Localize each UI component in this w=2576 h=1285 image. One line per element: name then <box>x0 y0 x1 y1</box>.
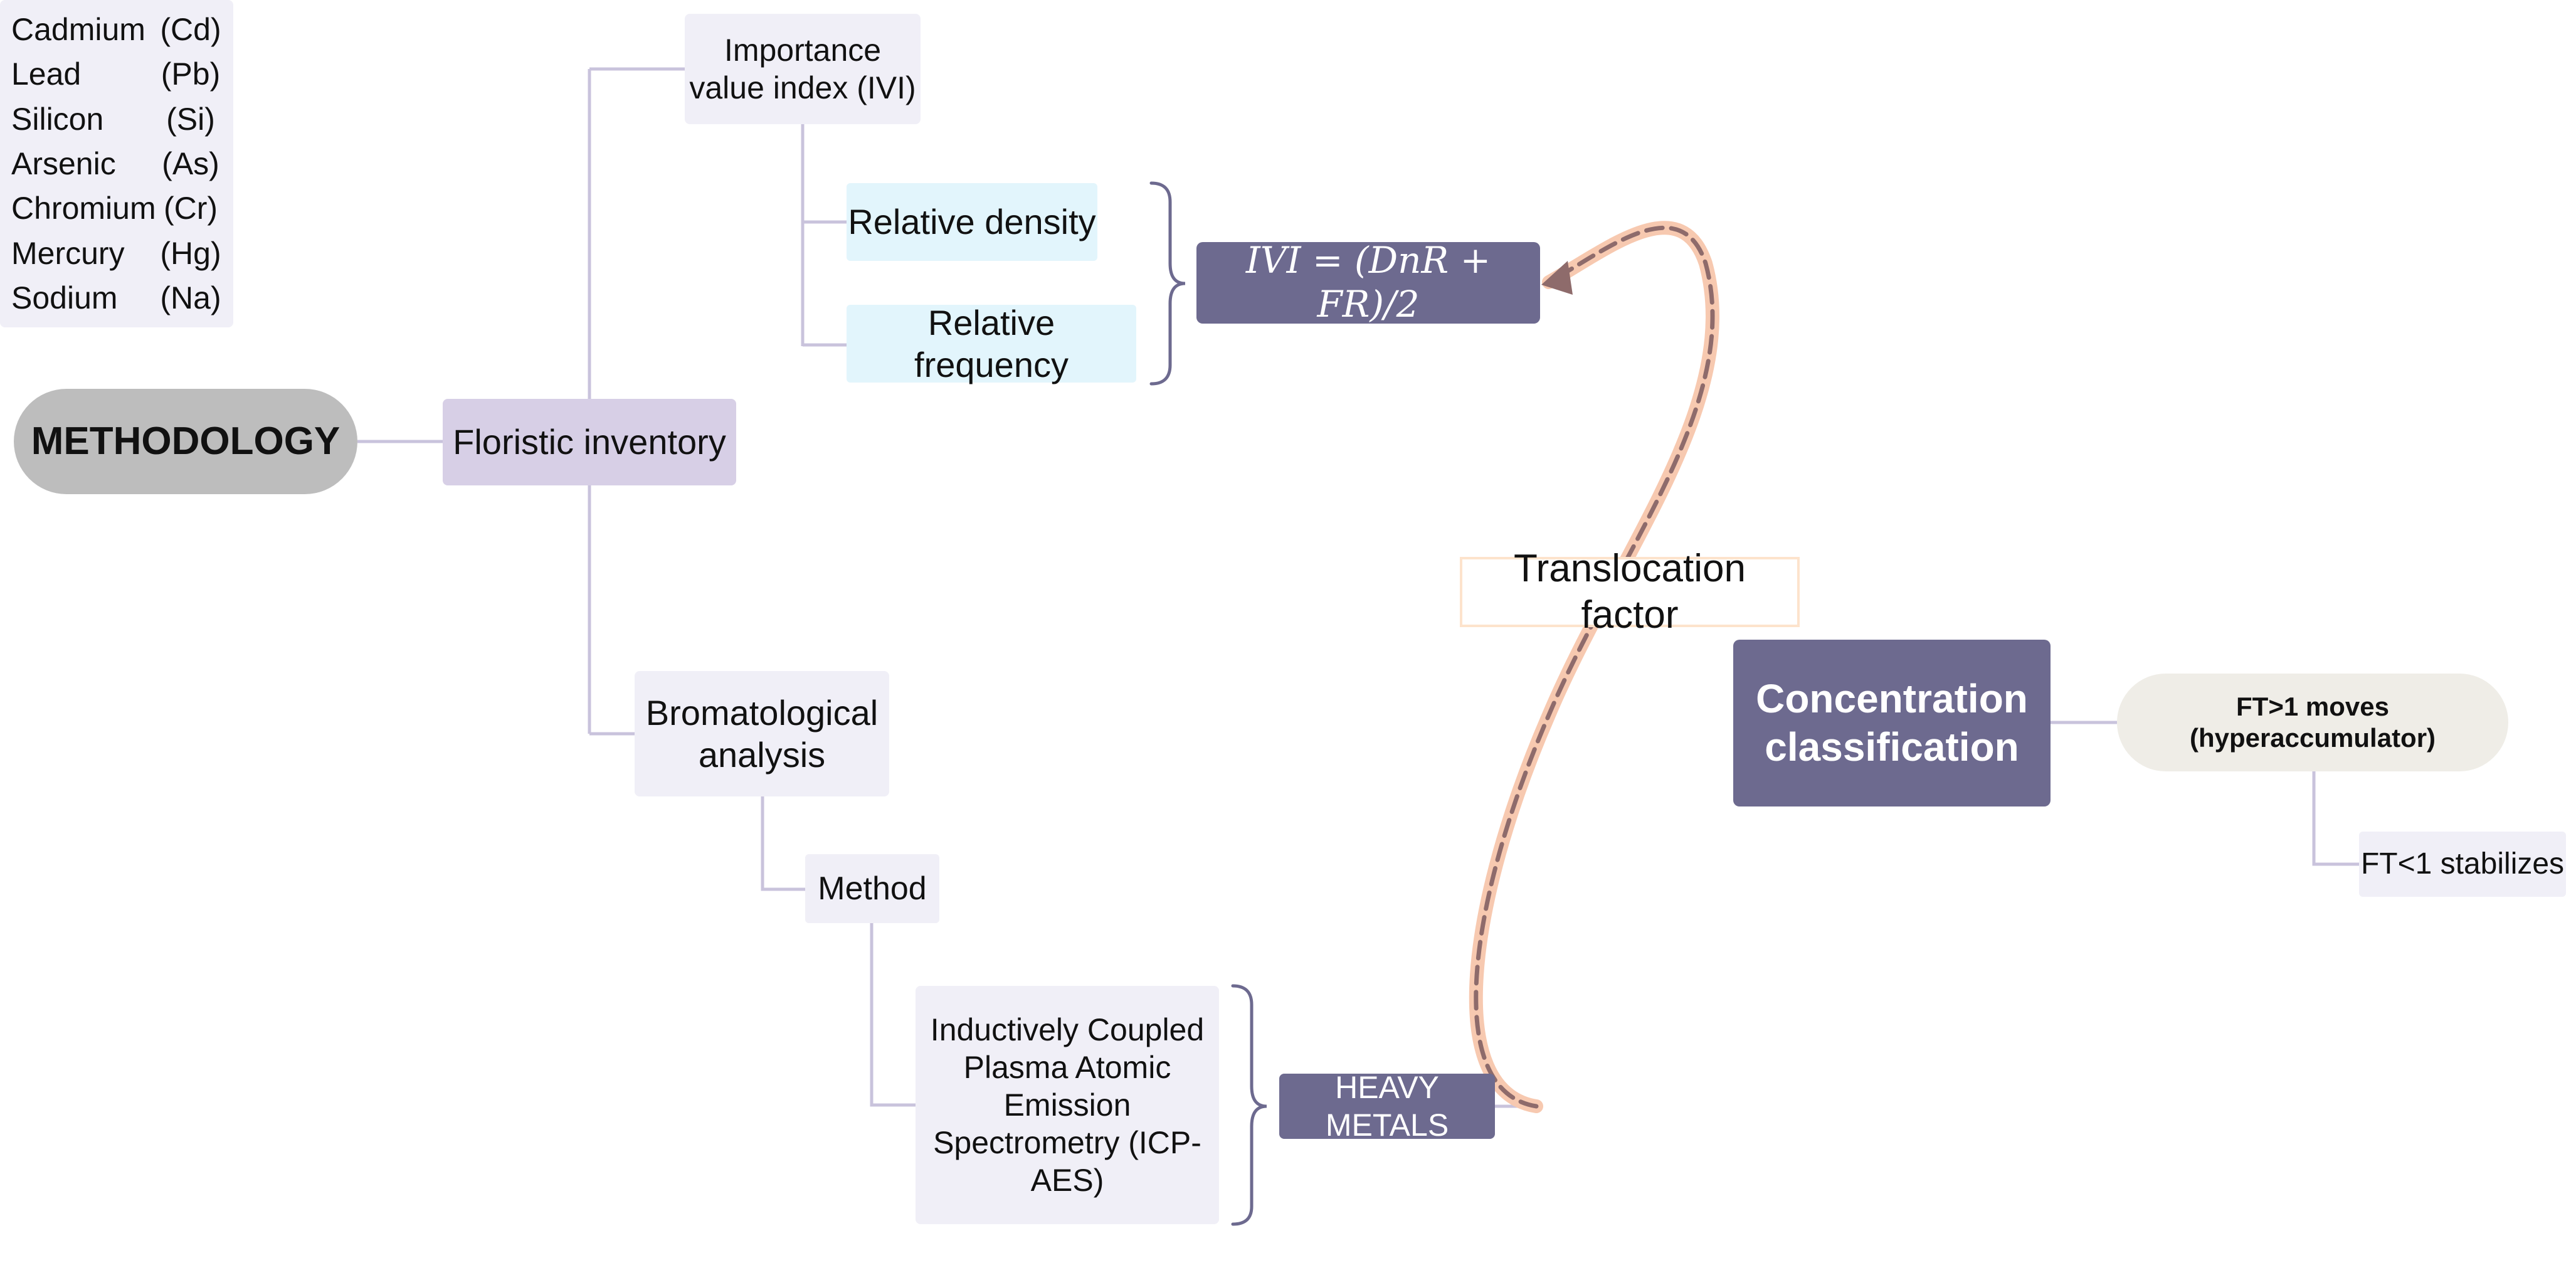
translocation-factor-label: Translocation factor <box>1514 546 1746 637</box>
translocation-curve <box>1474 225 1715 1109</box>
icp-label-line: Inductively Coupled <box>930 1012 1205 1047</box>
metal-row: Mercury (Hg) <box>11 238 222 269</box>
bromatological-to-method-line <box>761 796 805 891</box>
metals-list[interactable]: Cadmium (Cd) Lead (Pb) Silicon (Si) Arse… <box>0 0 233 327</box>
methodology-label: METHODOLOGY <box>31 419 340 463</box>
metal-row: Silicon (Si) <box>11 103 222 135</box>
metal-symbol: (Si) <box>166 101 215 137</box>
metal-name: Chromium <box>11 191 156 226</box>
metal-symbol: (Cr) <box>163 191 218 226</box>
icp-aes-node[interactable]: Inductively Coupled Plasma Atomic Emissi… <box>916 986 1219 1224</box>
relative-frequency-node[interactable]: Relative frequency <box>847 302 1136 384</box>
icp-label-line: Spectrometry (ICP- <box>933 1125 1201 1160</box>
translocation-curve-halo <box>1469 221 1719 1113</box>
ft-lt-label: FT<1 stabilizes <box>2360 847 2565 881</box>
metal-row: Sodium (Na) <box>11 282 222 314</box>
method-node[interactable]: Method <box>805 854 939 923</box>
metal-name: Silicon <box>11 101 104 137</box>
icp-label-line: Emission <box>1003 1087 1131 1123</box>
metal-symbol: (Cd) <box>160 12 221 47</box>
bromatological-label-line1: Bromatological <box>645 692 879 732</box>
metal-row: Arsenic (As) <box>11 148 222 179</box>
metal-symbol: (Hg) <box>160 235 221 271</box>
metal-symbol: (Na) <box>160 280 221 315</box>
relative-density-label: Relative density <box>848 202 1096 242</box>
translocation-arrowhead <box>1541 261 1573 295</box>
bromatological-label-line2: analysis <box>698 735 826 775</box>
relative-density-node[interactable]: Relative density <box>847 183 1097 261</box>
concentration-label-line2: classification <box>1765 724 2019 769</box>
relative-frequency-label: Relative frequency <box>914 302 1069 384</box>
metal-name: Arsenic <box>11 145 116 181</box>
methodology-node[interactable]: METHODOLOGY <box>14 389 357 494</box>
ft-gt-label-line1: FT>1 moves <box>2236 691 2389 721</box>
ft-greater-than-one-node[interactable]: FT>1 moves (hyperaccumulator) <box>2117 674 2508 771</box>
ivi-formula-node[interactable]: IVI = (DnR + FR)/2 <box>1196 239 1540 325</box>
floristic-inventory-node[interactable]: Floristic inventory <box>443 399 736 485</box>
importance-value-index-node[interactable]: Importance value index (IVI) <box>685 14 921 124</box>
method-to-icp-line <box>870 923 916 1107</box>
ivi-brace <box>1149 181 1186 386</box>
concentration-classification-node[interactable]: Concentration classification <box>1733 640 2051 806</box>
metal-name: Lead <box>11 56 82 92</box>
ft-gt-label-line2: (hyperaccumulator) <box>2189 723 2436 753</box>
icp-label-line: Plasma Atomic <box>963 1050 1171 1085</box>
ivi-formula-label: IVI = (DnR + FR)/2 <box>1245 239 1491 325</box>
metal-name: Cadmium <box>11 12 145 47</box>
ft-less-than-one-node[interactable]: FT<1 stabilizes <box>2359 832 2566 897</box>
metal-symbol: (Pb) <box>161 56 221 92</box>
translocation-factor-node[interactable]: Translocation factor <box>1460 547 1800 637</box>
ivi-label-line2: value index (IVI) <box>689 70 916 105</box>
bromatological-analysis-node[interactable]: Bromatological analysis <box>635 671 889 796</box>
metal-row: Chromium (Cr) <box>11 193 222 224</box>
metal-row: Lead (Pb) <box>11 58 222 90</box>
metal-name: Sodium <box>11 280 118 315</box>
metal-symbol: (As) <box>162 145 219 181</box>
ftgt-to-ftlt-line <box>2312 771 2359 866</box>
icp-label-line: AES) <box>1030 1163 1104 1198</box>
concentration-label-line1: Concentration <box>1756 676 2028 722</box>
icp-brace <box>1231 984 1267 1226</box>
metal-row: Cadmium (Cd) <box>11 14 222 45</box>
ivi-label-line1: Importance <box>724 33 882 68</box>
metal-name: Mercury <box>11 235 125 271</box>
heavy-metals-node[interactable]: HEAVY METALS <box>1279 1070 1495 1143</box>
floristic-inventory-label: Floristic inventory <box>453 422 726 462</box>
heavy-metals-label: HEAVY METALS <box>1325 1070 1449 1143</box>
method-label: Method <box>818 870 927 907</box>
